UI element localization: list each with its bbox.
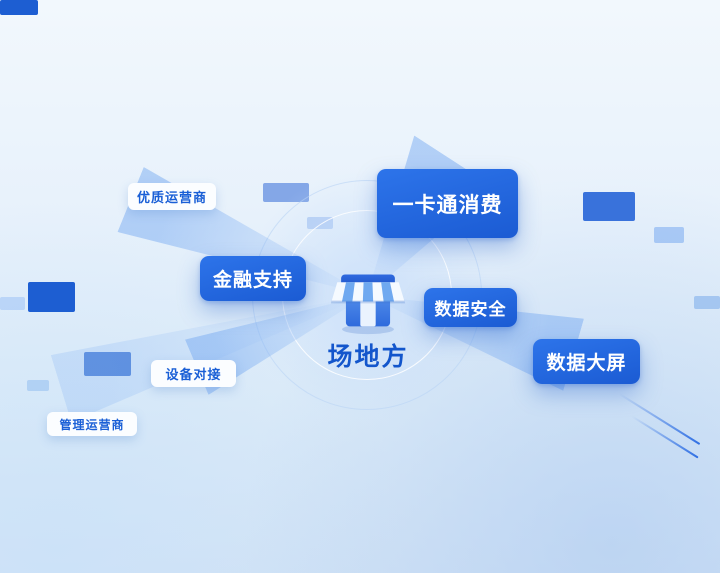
node-data-bigscreen: 数据大屏	[533, 339, 640, 384]
hub-label: 场地方	[327, 343, 409, 371]
storefront-icon	[320, 240, 416, 336]
node-manage-operator: 管理运营商	[47, 412, 137, 436]
deco-rect	[583, 192, 635, 221]
node-card-consumption: 一卡通消费	[377, 169, 518, 238]
deco-rect	[694, 296, 720, 309]
deco-rect	[28, 282, 75, 312]
deco-rect	[84, 352, 131, 376]
deco-rect	[0, 0, 38, 15]
deco-rect	[654, 227, 684, 243]
node-quality-operator: 优质运营商	[128, 183, 216, 210]
deco-rect	[0, 297, 25, 310]
node-device-connect: 设备对接	[151, 360, 236, 387]
accent-line	[618, 392, 701, 446]
node-data-security: 数据安全	[424, 288, 517, 327]
node-finance-support: 金融支持	[200, 256, 306, 301]
deco-rect	[27, 380, 49, 391]
